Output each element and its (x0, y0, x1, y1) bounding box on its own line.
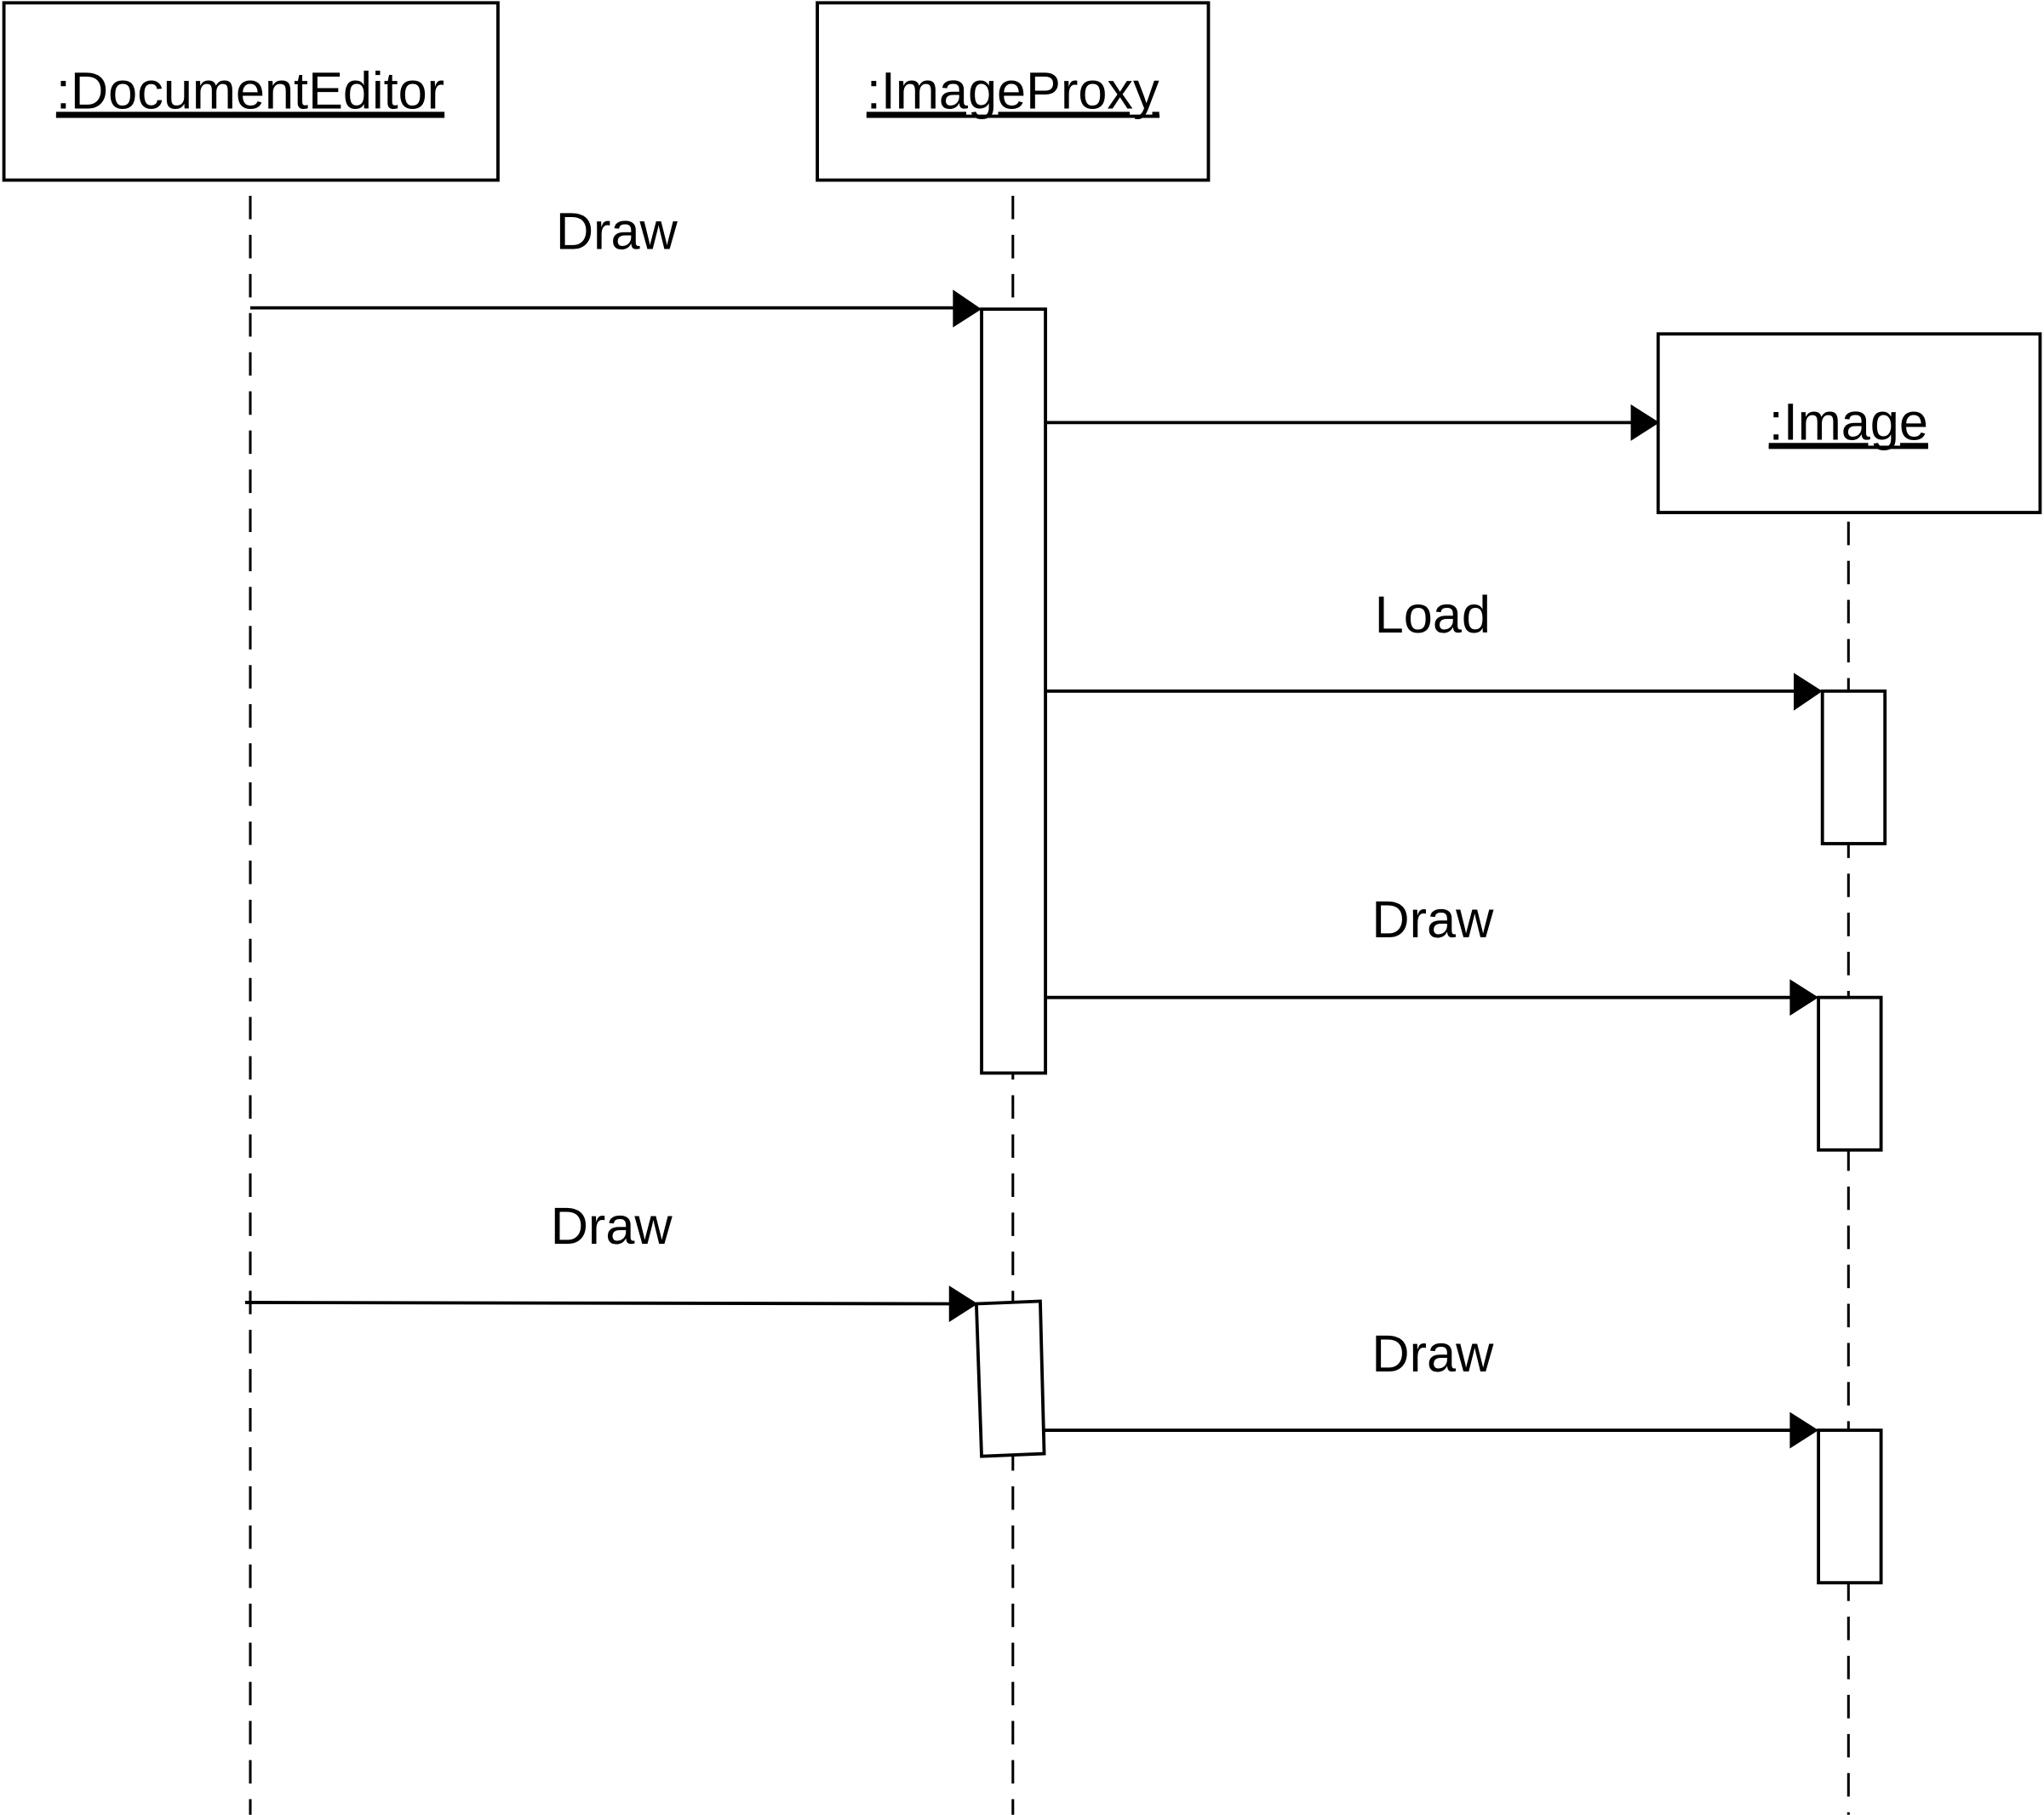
activation-proxy-2 (974, 1299, 1046, 1458)
message-label: Draw (1371, 890, 1494, 948)
object-document-editor[interactable]: :DocumentEditor (2, 1, 500, 182)
message-label: Draw (1371, 1325, 1494, 1383)
object-image[interactable]: :Image (1656, 332, 2042, 514)
activation-proxy-1 (980, 307, 1047, 1075)
message-draw-4[interactable]: Draw (1044, 1325, 1819, 1449)
arrowhead-icon (1630, 404, 1660, 441)
message-draw-2[interactable]: Draw (1045, 890, 1819, 1016)
object-label: :ImageProxy (867, 61, 1159, 119)
object-image-proxy[interactable]: :ImageProxy (816, 1, 1211, 182)
message-load[interactable]: Load (1045, 586, 1823, 711)
activation-image-draw-2 (1817, 1429, 1883, 1585)
arrowhead-icon (1789, 979, 1819, 1016)
arrowhead-icon (1794, 673, 1823, 711)
arrowhead-icon (1789, 1411, 1819, 1449)
message-label: Load (1375, 586, 1491, 644)
object-label: :Image (1769, 392, 1928, 450)
message-draw-1[interactable]: Draw (250, 203, 982, 328)
arrowhead-icon (948, 1285, 978, 1322)
message-label: Draw (551, 1197, 673, 1255)
activation-image-load (1820, 689, 1887, 845)
message-create-image[interactable] (1045, 404, 1660, 441)
arrowhead-icon (953, 289, 982, 328)
message-draw-3[interactable]: Draw (244, 1197, 978, 1322)
object-label: :DocumentEditor (56, 61, 444, 119)
message-label: Draw (556, 203, 678, 261)
activation-image-draw-1 (1817, 995, 1883, 1152)
